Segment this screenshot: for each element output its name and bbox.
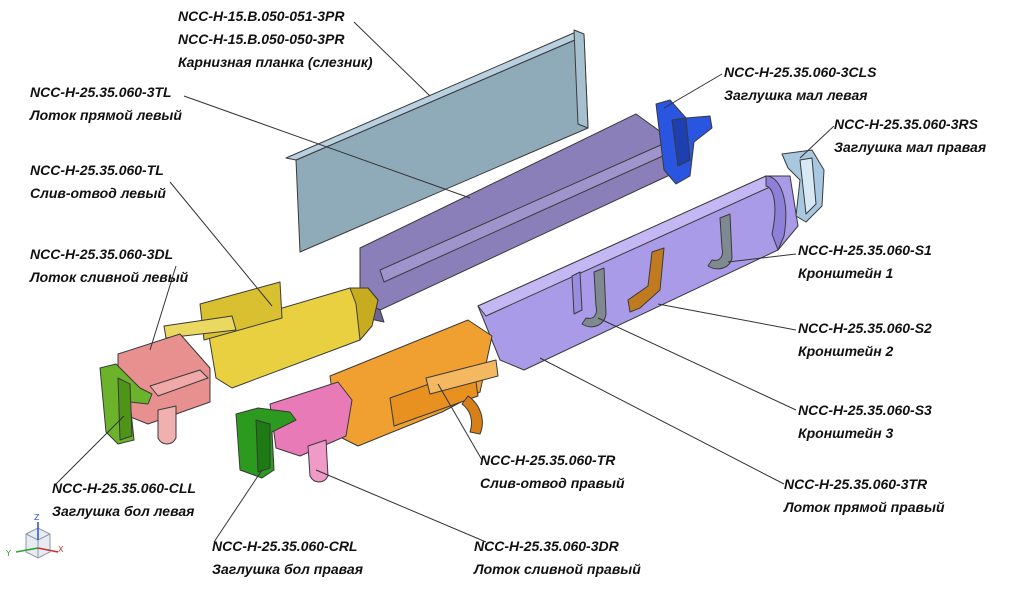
part-code: NCC-H-25.35.060-3TL (30, 84, 172, 100)
label-bracket-1: NCC-H-25.35.060-S1 Кронштейн 1 (798, 242, 932, 282)
part-name: Заглушка бол правая (212, 561, 363, 577)
part-name: Заглушка мал левая (724, 87, 868, 103)
drain-outlet-right-flange (425, 359, 499, 395)
bracket-3-part (571, 267, 607, 328)
leader-drain-tray-left (149, 265, 177, 351)
end-cap-small-left-part (655, 99, 713, 185)
y-axis-arrow (15, 547, 39, 553)
bracket-3-hook (581, 267, 607, 328)
part-code: NCC-H-25.35.060-S1 (798, 242, 932, 258)
label-drain-outlet-left: NCC-H-25.35.060-TL Слив-отвод левый (30, 162, 166, 202)
part-name: Заглушка бол левая (52, 503, 195, 519)
leader-end-cap-big-right (213, 469, 263, 543)
part-code: NCC-H-25.35.060-S2 (798, 320, 932, 336)
bracket-3-slot (571, 271, 583, 315)
leader-drip-edge (353, 21, 431, 97)
part-name: Кронштейн 2 (798, 343, 894, 359)
label-end-cap-small-left: NCC-H-25.35.060-3CLS Заглушка мал левая (724, 64, 877, 104)
drain-outlet-left-end (349, 287, 379, 341)
part-code: NCC-H-25.35.060-TR (480, 452, 616, 468)
bracket-2-part (627, 247, 665, 313)
end-cap-big-left-part (99, 363, 153, 445)
label-end-cap-big-right: NCC-H-25.35.060-CRL Заглушка бол правая (212, 538, 363, 578)
leader-end-cap-small-right (799, 125, 835, 159)
straight-gutter-right-part (477, 175, 799, 371)
leader-straight-left (183, 95, 471, 199)
part-code: NCC-H-25.35.060-3DR (474, 538, 619, 554)
label-end-cap-big-left: NCC-H-25.35.060-CLL Заглушка бол левая (52, 480, 196, 520)
leader-bracket-2 (657, 303, 797, 331)
drip-edge-part (285, 29, 589, 253)
drain-outlet-right-part (329, 319, 499, 447)
part-code: NCC-H-25.35.060-3RS (834, 116, 978, 132)
axis-triad: Z X Y (5, 513, 64, 559)
part-name: Лоток сливной левый (30, 269, 189, 285)
leader-straight-right (539, 357, 785, 485)
end-cap-small-left-inner (671, 117, 691, 167)
label-drain-outlet-right: NCC-H-25.35.060-TR Слив-отвод правый (480, 452, 625, 492)
end-cap-small-right-part (781, 149, 825, 223)
drip-edge-end (573, 29, 589, 129)
leader-lines (55, 21, 835, 543)
part-code: NCC-H-25.35.060-3CLS (724, 64, 877, 80)
label-end-cap-small-right: NCC-H-25.35.060-3RS Заглушка мал правая (834, 116, 986, 156)
leader-bracket-1 (727, 253, 797, 263)
part-code: NCC-H-25.35.060-CLL (52, 480, 196, 496)
part-code: NCC-H-25.35.060-CRL (212, 538, 358, 554)
leader-bracket-3 (597, 317, 797, 411)
end-cap-big-right-part (235, 407, 297, 479)
end-cap-big-right-inner (255, 419, 271, 473)
part-name: Слив-отвод левый (30, 185, 166, 201)
label-straight-gutter-right: NCC-H-25.35.060-3TR Лоток прямой правый (784, 476, 945, 516)
drain-outlet-left-part (163, 281, 379, 389)
straight-gutter-right-body (477, 175, 799, 371)
leader-drain-tray-right (315, 469, 487, 543)
part-name: Карнизная планка (слезник) (178, 54, 373, 70)
bracket-2-hook (627, 247, 665, 313)
part-name: Заглушка мал правая (834, 139, 987, 155)
label-drain-tray-left: NCC-H-25.35.060-3DL Лоток сливной левый (30, 246, 188, 286)
part-code: NCC-H-25.35.060-3DL (30, 246, 174, 262)
part-name: Лоток сливной правый (474, 561, 641, 577)
drain-tray-right-pipe (307, 439, 329, 483)
part-name: Лоток прямой левый (30, 107, 182, 123)
part-name: Кронштейн 3 (798, 425, 894, 441)
leader-drain-outlet-left (169, 181, 273, 307)
label-bracket-2: NCC-H-25.35.060-S2 Кронштейн 2 (798, 320, 932, 360)
drain-tray-right-body (269, 381, 353, 457)
part-name: Слив-отвод правый (480, 475, 625, 491)
leader-end-cap-big-left (55, 415, 125, 485)
drain-tray-left-pipe (157, 405, 177, 445)
part-name: Лоток прямой правый (784, 499, 945, 515)
x-axis-arrow (37, 547, 59, 553)
drain-tray-right-part (269, 381, 353, 483)
end-cap-big-left-inner (117, 377, 133, 441)
leader-drain-outlet-right (437, 383, 483, 461)
part-code: NCC-H-15.B.050-051-3PR (178, 8, 345, 24)
leader-end-cap-small-left (663, 73, 723, 109)
part-name: Кронштейн 1 (798, 265, 894, 281)
straight-gutter-right-end (765, 175, 787, 251)
part-code: NCC-H-15.B.050-050-3PR (178, 31, 345, 47)
part-code: NCC-H-25.35.060-3TR (784, 476, 928, 492)
label-drip-edge: NCC-H-15.B.050-051-3PR NCC-H-15.B.050-05… (178, 8, 373, 71)
end-cap-small-right-inner (799, 157, 817, 215)
part-code: NCC-H-25.35.060-TL (30, 162, 164, 178)
label-drain-tray-right: NCC-H-25.35.060-3DR Лоток сливной правый (474, 538, 641, 578)
drain-outlet-left-flange (163, 315, 237, 339)
drain-outlet-right-end (461, 395, 483, 435)
label-straight-gutter-left: NCC-H-25.35.060-3TL Лоток прямой левый (30, 84, 182, 124)
drain-tray-left-rim (149, 369, 209, 397)
x-axis-label: X (58, 545, 64, 554)
label-bracket-3: NCC-H-25.35.060-S3 Кронштейн 3 (798, 402, 932, 442)
part-code: NCC-H-25.35.060-S3 (798, 402, 932, 418)
z-axis-label: Z (34, 513, 40, 522)
y-axis-label: Y (5, 549, 11, 558)
